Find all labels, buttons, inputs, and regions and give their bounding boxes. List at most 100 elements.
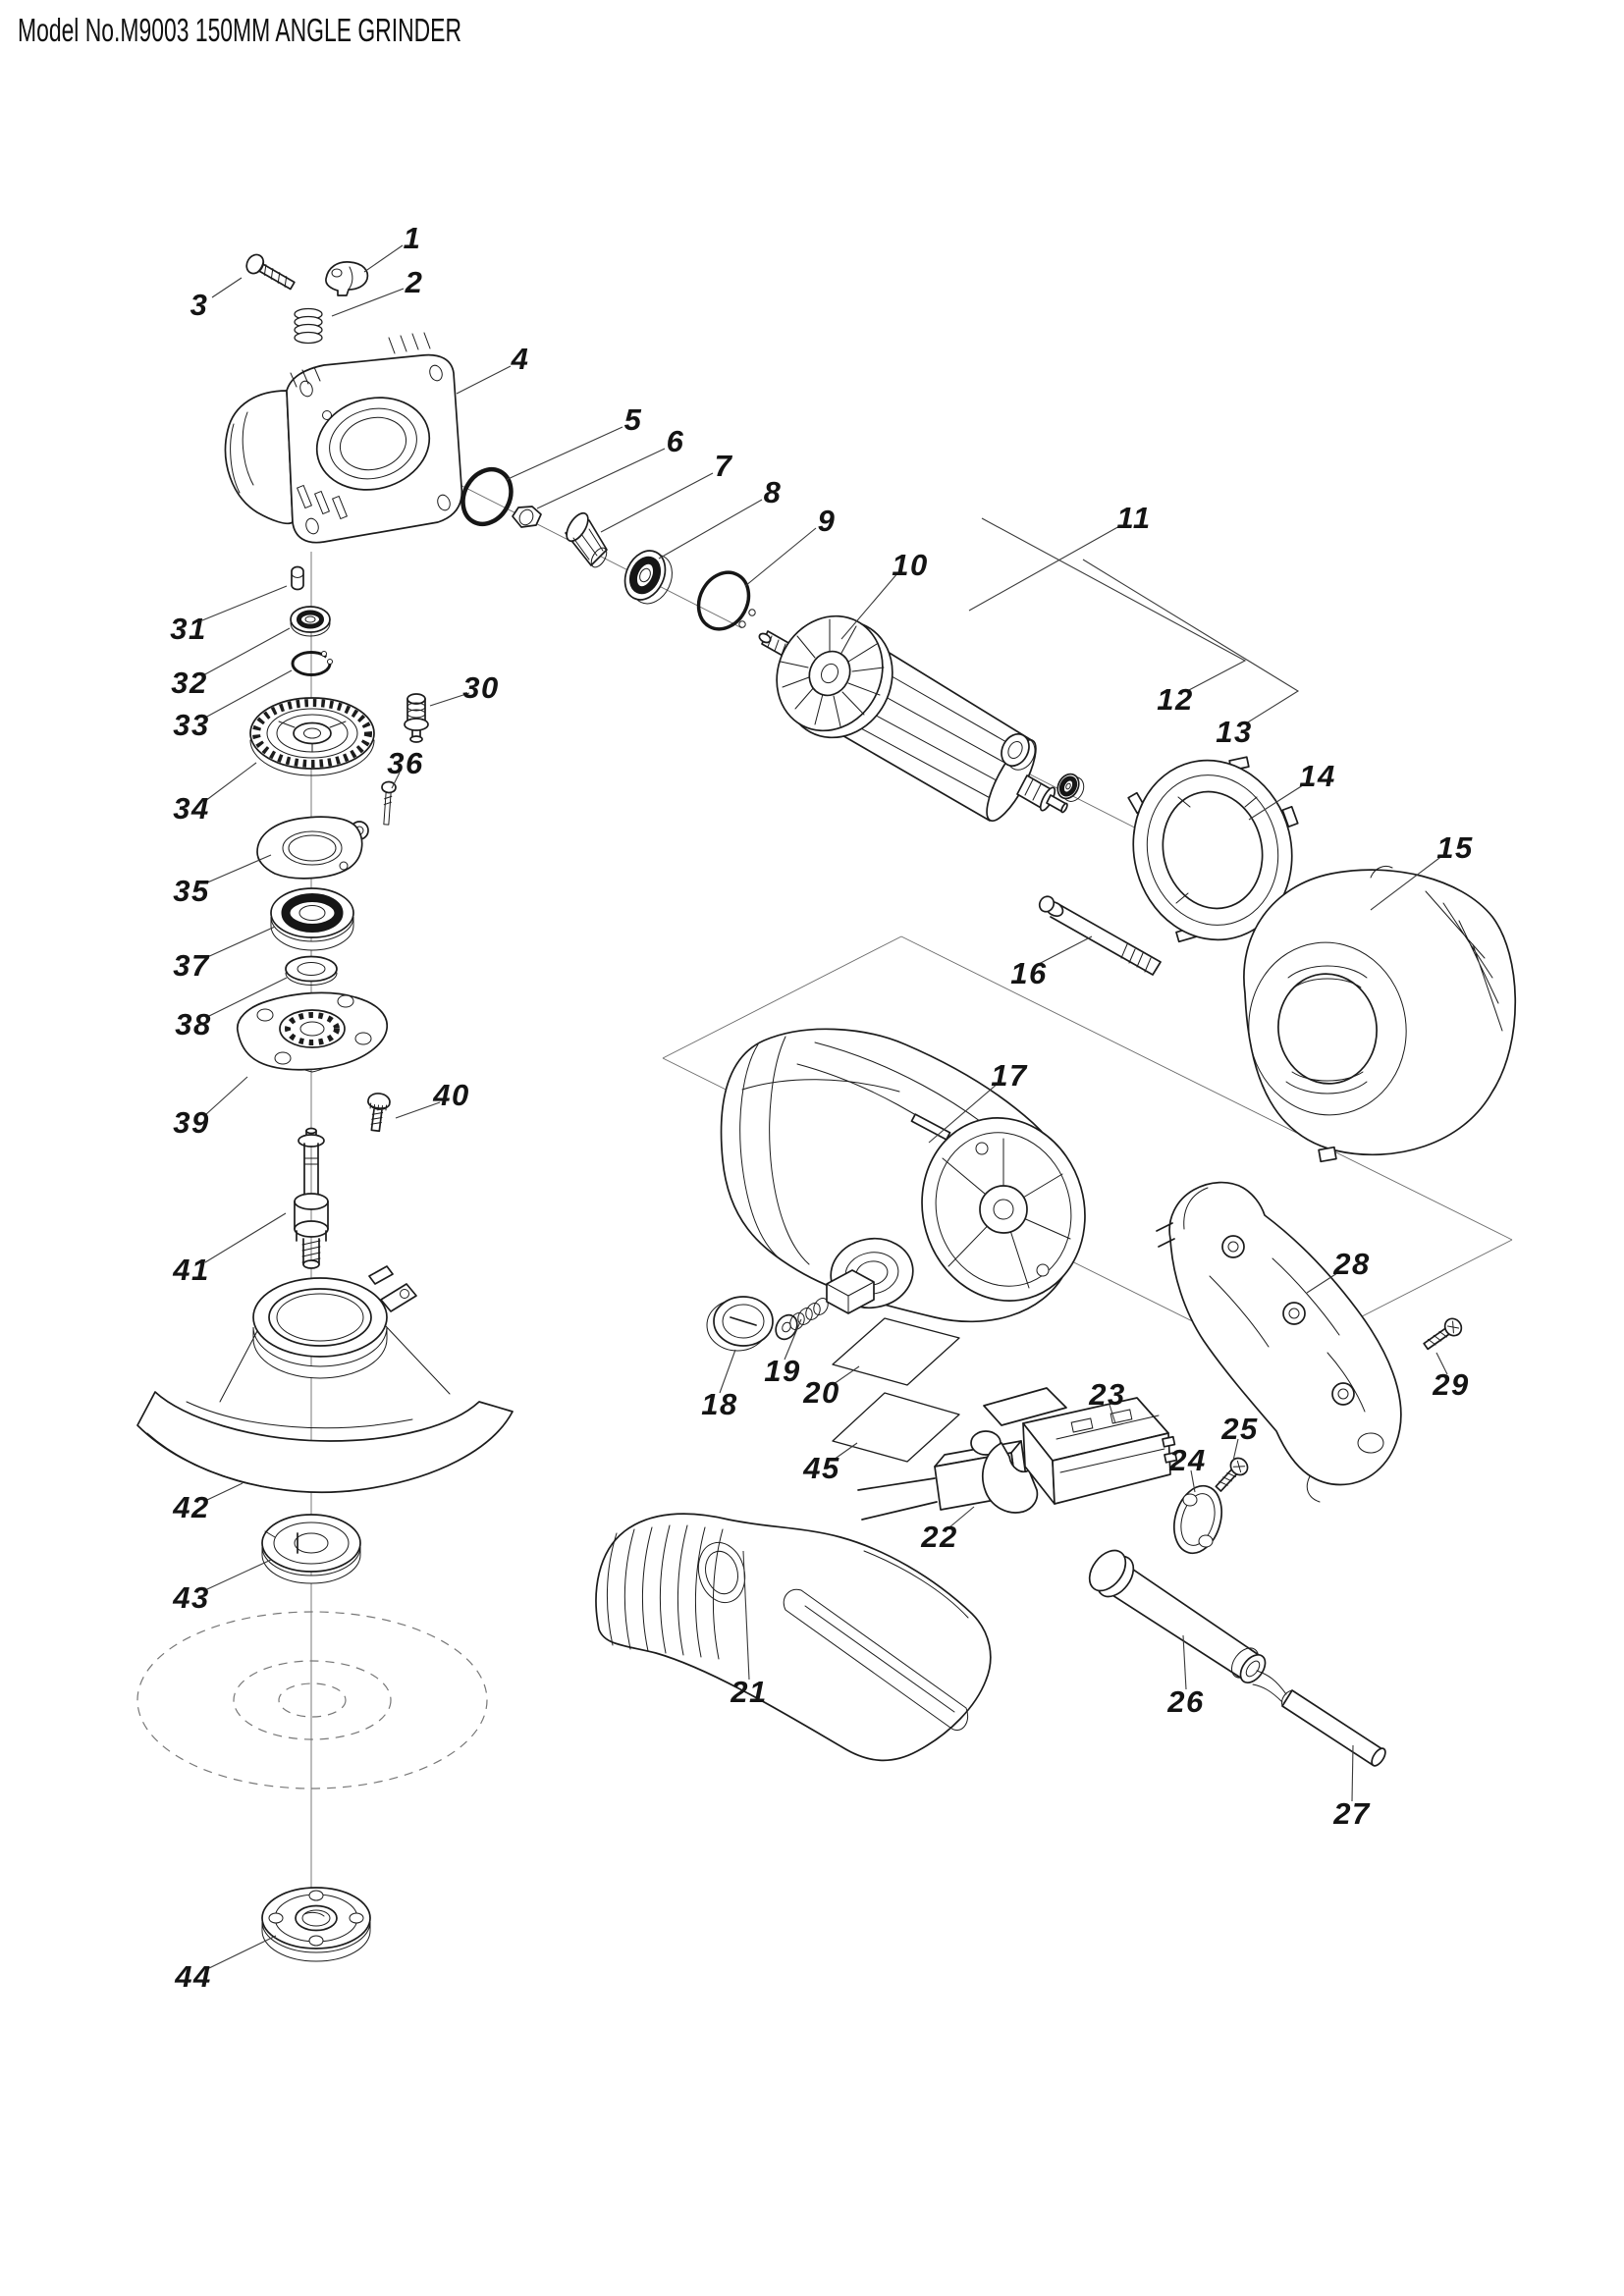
callout-label-18: 18 xyxy=(701,1387,737,1421)
callouts: 1234567891011121314151617181920212223242… xyxy=(170,221,1473,1994)
callout-leader-6 xyxy=(536,448,666,509)
bearing-box-screw-drawing xyxy=(367,1093,391,1133)
callout-leader-11 xyxy=(968,524,1122,612)
callout-label-34: 34 xyxy=(173,791,209,826)
callout-leader-24 xyxy=(1190,1469,1196,1493)
callout-leader-32 xyxy=(202,627,291,676)
handle-housing-rear-drawing xyxy=(1156,1181,1402,1503)
rubber-ring-drawing xyxy=(1056,773,1085,802)
callout-leader-4 xyxy=(456,365,512,395)
callout-label-2: 2 xyxy=(405,265,424,299)
callout-leader-18 xyxy=(719,1349,736,1394)
callout-label-21: 21 xyxy=(730,1675,767,1709)
callout-label-4: 4 xyxy=(511,342,530,376)
callout-label-14: 14 xyxy=(1299,759,1335,793)
callout-label-44: 44 xyxy=(174,1959,211,1994)
handle-housing-front-drawing xyxy=(595,1513,992,1762)
cord-clamp-drawing xyxy=(1173,1484,1222,1555)
callout-label-25: 25 xyxy=(1220,1412,1258,1446)
clamp-screw-drawing xyxy=(1215,1457,1249,1492)
callout-label-10: 10 xyxy=(892,548,928,582)
callout-leader-26 xyxy=(1182,1634,1187,1690)
callout-label-20: 20 xyxy=(802,1375,839,1410)
callout-leader-16 xyxy=(1036,935,1093,966)
callout-leader-27 xyxy=(1351,1744,1354,1802)
page-title: Model No.M9003 150MM ANGLE GRINDER xyxy=(18,12,461,48)
callout-label-17: 17 xyxy=(991,1058,1028,1093)
callout-label-11: 11 xyxy=(1116,501,1151,535)
callout-label-42: 42 xyxy=(172,1490,209,1524)
motor-housing-drawing xyxy=(720,1028,1086,1323)
o-ring-drawing xyxy=(460,466,514,527)
pinion-gear-drawing xyxy=(565,511,608,568)
callout-label-38: 38 xyxy=(175,1007,211,1041)
gear-housing-drawing xyxy=(224,332,463,544)
callout-leader-43 xyxy=(206,1559,272,1590)
callout-label-37: 37 xyxy=(173,948,210,983)
flat-washer-drawing xyxy=(285,955,338,986)
callout-label-12: 12 xyxy=(1157,682,1193,717)
spindle-bearing-drawing xyxy=(270,887,354,951)
callout-leader-17 xyxy=(928,1082,1000,1144)
callout-leader-21 xyxy=(742,1550,750,1681)
callout-label-36: 36 xyxy=(387,746,423,780)
callout-label-19: 19 xyxy=(764,1354,800,1388)
callout-leader-3 xyxy=(211,277,243,298)
callout-label-7: 7 xyxy=(715,449,733,483)
callout-leader-41 xyxy=(204,1212,287,1263)
inner-flange-drawing xyxy=(261,1514,361,1584)
ball-bearing-drawing xyxy=(623,550,673,605)
callout-leader-7 xyxy=(600,472,714,533)
brush-cap-drawing xyxy=(706,1296,774,1352)
callout-label-33: 33 xyxy=(173,708,209,742)
callout-leader-36 xyxy=(391,772,401,789)
callout-label-31: 31 xyxy=(170,612,206,646)
callout-leader-15 xyxy=(1370,854,1444,911)
bearing-box-drawing xyxy=(237,991,388,1073)
callout-leader-20 xyxy=(833,1365,860,1385)
callout-label-6: 6 xyxy=(667,424,685,458)
snap-ring-drawing xyxy=(291,651,339,676)
callout-label-28: 28 xyxy=(1332,1247,1370,1281)
shaft-lock-pin-drawing xyxy=(404,693,429,743)
callout-label-29: 29 xyxy=(1432,1367,1469,1402)
power-cord-drawing xyxy=(1252,1670,1386,1767)
rear-handle-screw-drawing xyxy=(1423,1317,1463,1351)
callout-leader-35 xyxy=(204,854,272,884)
callout-leader-28 xyxy=(1306,1270,1341,1294)
lock-nut-drawing xyxy=(261,1887,371,1962)
wheel-guard-drawing xyxy=(136,1265,514,1494)
callout-leader-13 xyxy=(1082,559,1300,724)
callout-leader-31 xyxy=(201,585,288,621)
spindle-drawing xyxy=(294,1127,329,1269)
pin-drawing xyxy=(291,565,304,591)
shaft-washer-drawing xyxy=(1001,732,1036,771)
callout-leader-29 xyxy=(1435,1352,1448,1375)
callout-label-39: 39 xyxy=(173,1105,209,1140)
callout-leader-39 xyxy=(204,1076,248,1116)
callout-leader-25 xyxy=(1232,1438,1239,1462)
stator-drawing xyxy=(1243,865,1517,1163)
callout-label-15: 15 xyxy=(1436,830,1473,865)
hex-nut-drawing xyxy=(512,506,542,528)
callout-leader-8 xyxy=(658,499,763,560)
callout-label-43: 43 xyxy=(172,1580,209,1615)
callout-label-23: 23 xyxy=(1088,1377,1125,1412)
callout-leader-23 xyxy=(1109,1404,1116,1424)
lock-lever-drawing xyxy=(325,261,369,296)
caution-label-drawing xyxy=(832,1392,960,1463)
grinding-wheel-dashed-drawing xyxy=(136,1611,488,1789)
callout-label-1: 1 xyxy=(404,221,422,255)
callout-leader-40 xyxy=(395,1101,441,1119)
callout-label-40: 40 xyxy=(432,1078,469,1112)
callout-leader-1 xyxy=(363,244,404,273)
callout-label-30: 30 xyxy=(462,670,499,705)
carbon-brush-drawing xyxy=(775,1269,875,1341)
callout-leader-33 xyxy=(204,669,293,719)
retaining-ring-drawing xyxy=(696,570,763,644)
compression-spring-drawing xyxy=(294,307,323,345)
callout-leader-12 xyxy=(981,517,1247,692)
switch-drawing xyxy=(970,1387,1178,1514)
callout-leader-5 xyxy=(505,426,623,481)
callout-leader-34 xyxy=(204,762,257,802)
